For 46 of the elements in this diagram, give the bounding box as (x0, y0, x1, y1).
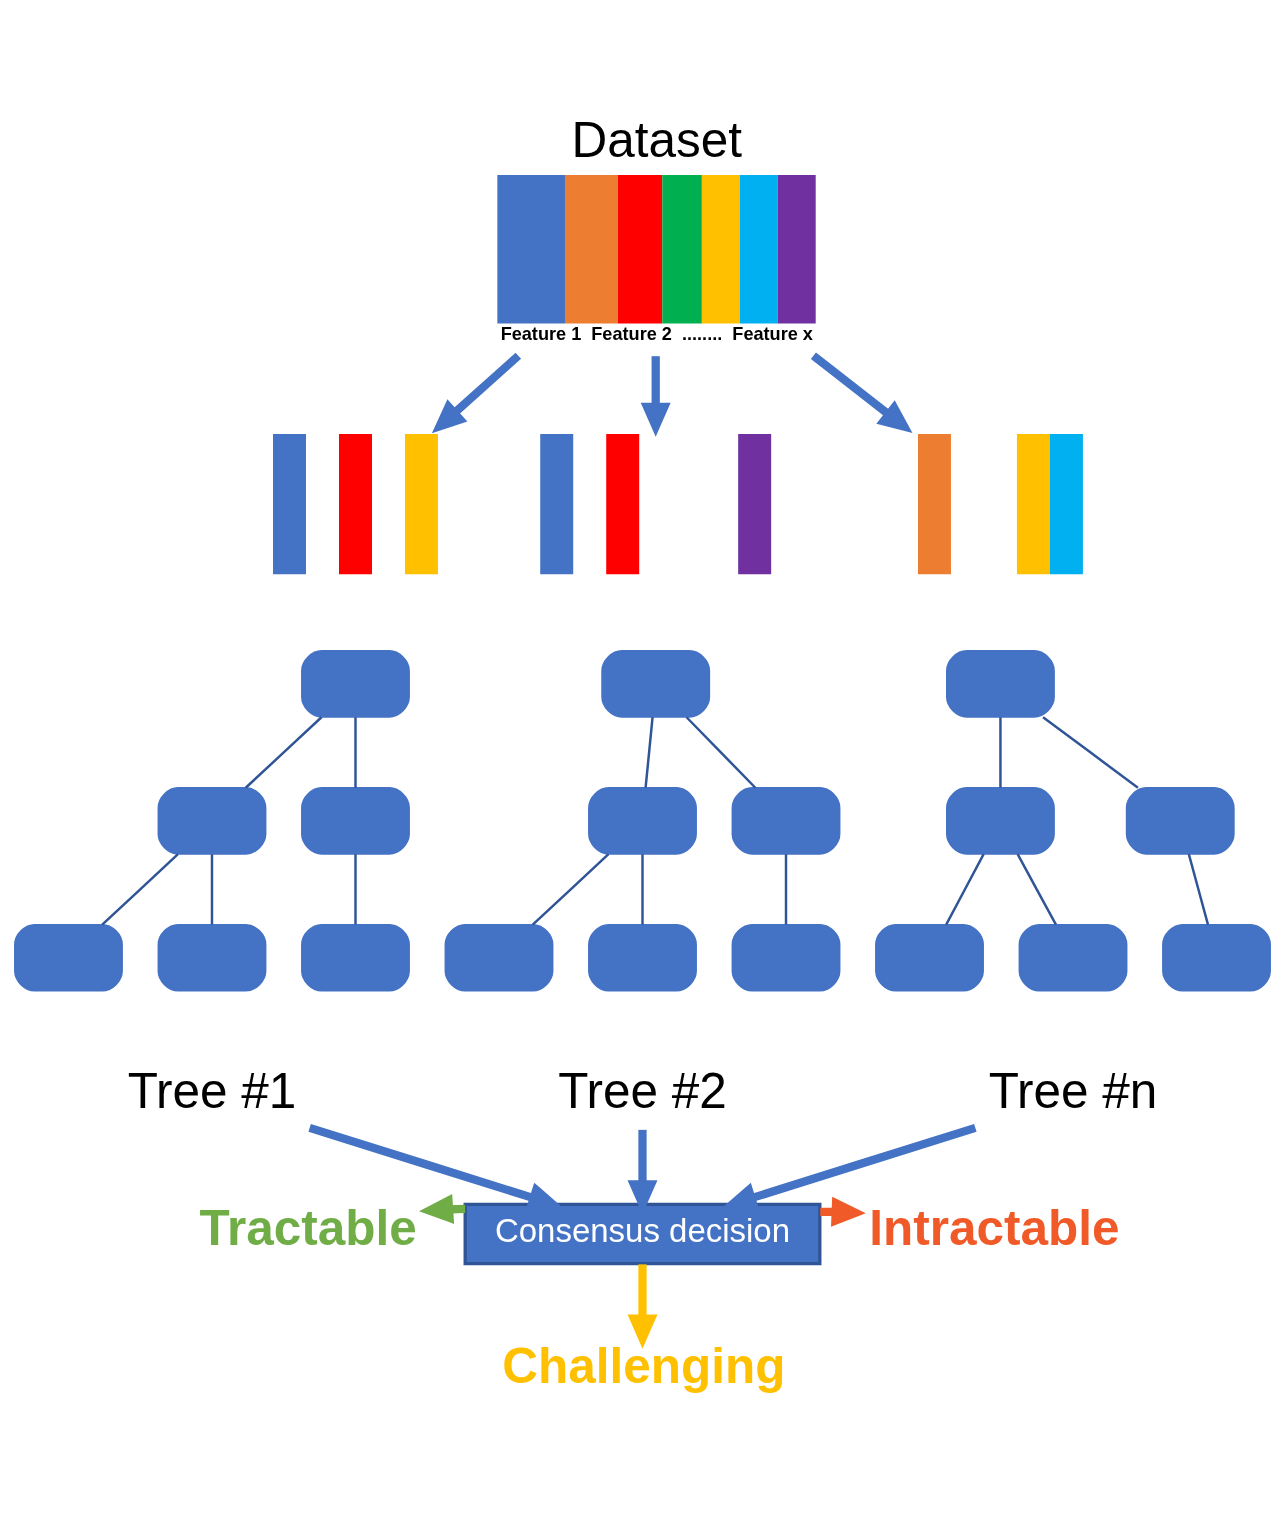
connector (685, 716, 757, 789)
connector (641, 854, 644, 925)
node-box: Consensus decision (463, 1202, 822, 1266)
connector (644, 717, 654, 788)
node-box (1125, 787, 1235, 855)
connector (784, 854, 788, 925)
arrow (810, 352, 913, 434)
connector (531, 853, 610, 926)
connector (354, 717, 357, 788)
node-box (301, 923, 410, 992)
node-text: Tree #n (988, 1062, 1158, 1118)
node-box (601, 650, 711, 718)
node-box (875, 923, 984, 992)
connector (101, 853, 179, 926)
node-box (946, 650, 1055, 718)
connector (210, 854, 214, 925)
node-box (731, 923, 841, 992)
node-text: Intractable (869, 1199, 1120, 1255)
arrow (640, 356, 671, 437)
connector (1187, 853, 1210, 925)
connector (999, 717, 1002, 788)
connector (945, 853, 985, 926)
node-box (731, 787, 841, 855)
node-box (157, 923, 267, 992)
node-box (946, 787, 1055, 855)
arrow (627, 1264, 658, 1349)
node-text: Tree #1 (127, 1062, 297, 1118)
node-box (14, 923, 123, 992)
node-text: Tractable (199, 1199, 417, 1255)
node-box (301, 650, 410, 718)
node-box (157, 787, 267, 855)
node-text: Challenging (502, 1338, 786, 1394)
node-text: Tree #2 (558, 1062, 727, 1118)
connector (1016, 853, 1058, 926)
node-label: Feature 1 Feature 2 ........ Feature x (500, 323, 813, 344)
arrow (431, 352, 522, 434)
connector (354, 854, 357, 925)
node-box (588, 787, 697, 855)
node-label: Dataset (571, 111, 743, 167)
connector (1042, 716, 1139, 789)
connector (244, 716, 323, 789)
node-box (588, 923, 697, 992)
node-box (444, 923, 554, 992)
node-box (1162, 923, 1271, 992)
node-box (1018, 923, 1128, 992)
node-box (301, 787, 410, 855)
